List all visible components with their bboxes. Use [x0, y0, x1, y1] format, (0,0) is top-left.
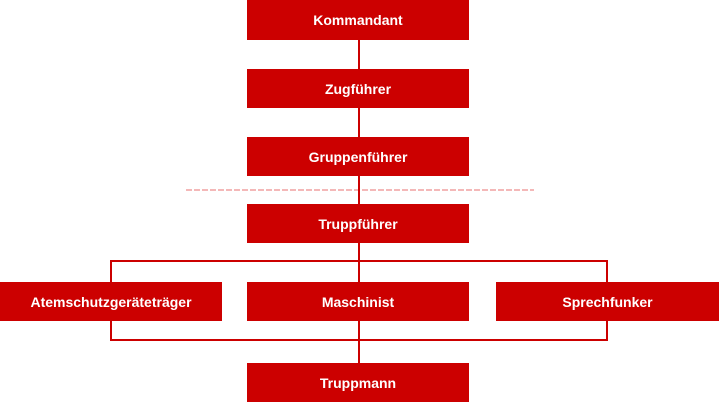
node-label: Kommandant	[313, 12, 403, 28]
node-truppmann: Truppmann	[247, 363, 469, 402]
node-label: Gruppenführer	[308, 148, 408, 165]
node-label: Truppmann	[319, 374, 397, 391]
node-label: Zugführer	[324, 80, 392, 97]
node-label: Maschinist	[321, 293, 395, 310]
connector-upper-branch	[110, 260, 608, 282]
node-maschinist: Maschinist	[247, 282, 469, 321]
node-label: Atemschutzgeräteträger	[30, 293, 192, 310]
node-gruppenfuehrer: Gruppenführer	[247, 137, 469, 176]
node-atemschutzgeraetetraeger: Atemschutzgeräteträger	[0, 282, 222, 321]
node-sprechfunker: Sprechfunker	[496, 282, 719, 321]
node-label: Truppführer	[318, 215, 398, 232]
node-kommandant: Kommandant	[247, 0, 469, 40]
node-zugfuehrer: Zugführer	[247, 69, 469, 108]
node-truppfuehrer: Truppführer	[247, 204, 469, 243]
node-label: Sprechfunker	[562, 293, 653, 310]
